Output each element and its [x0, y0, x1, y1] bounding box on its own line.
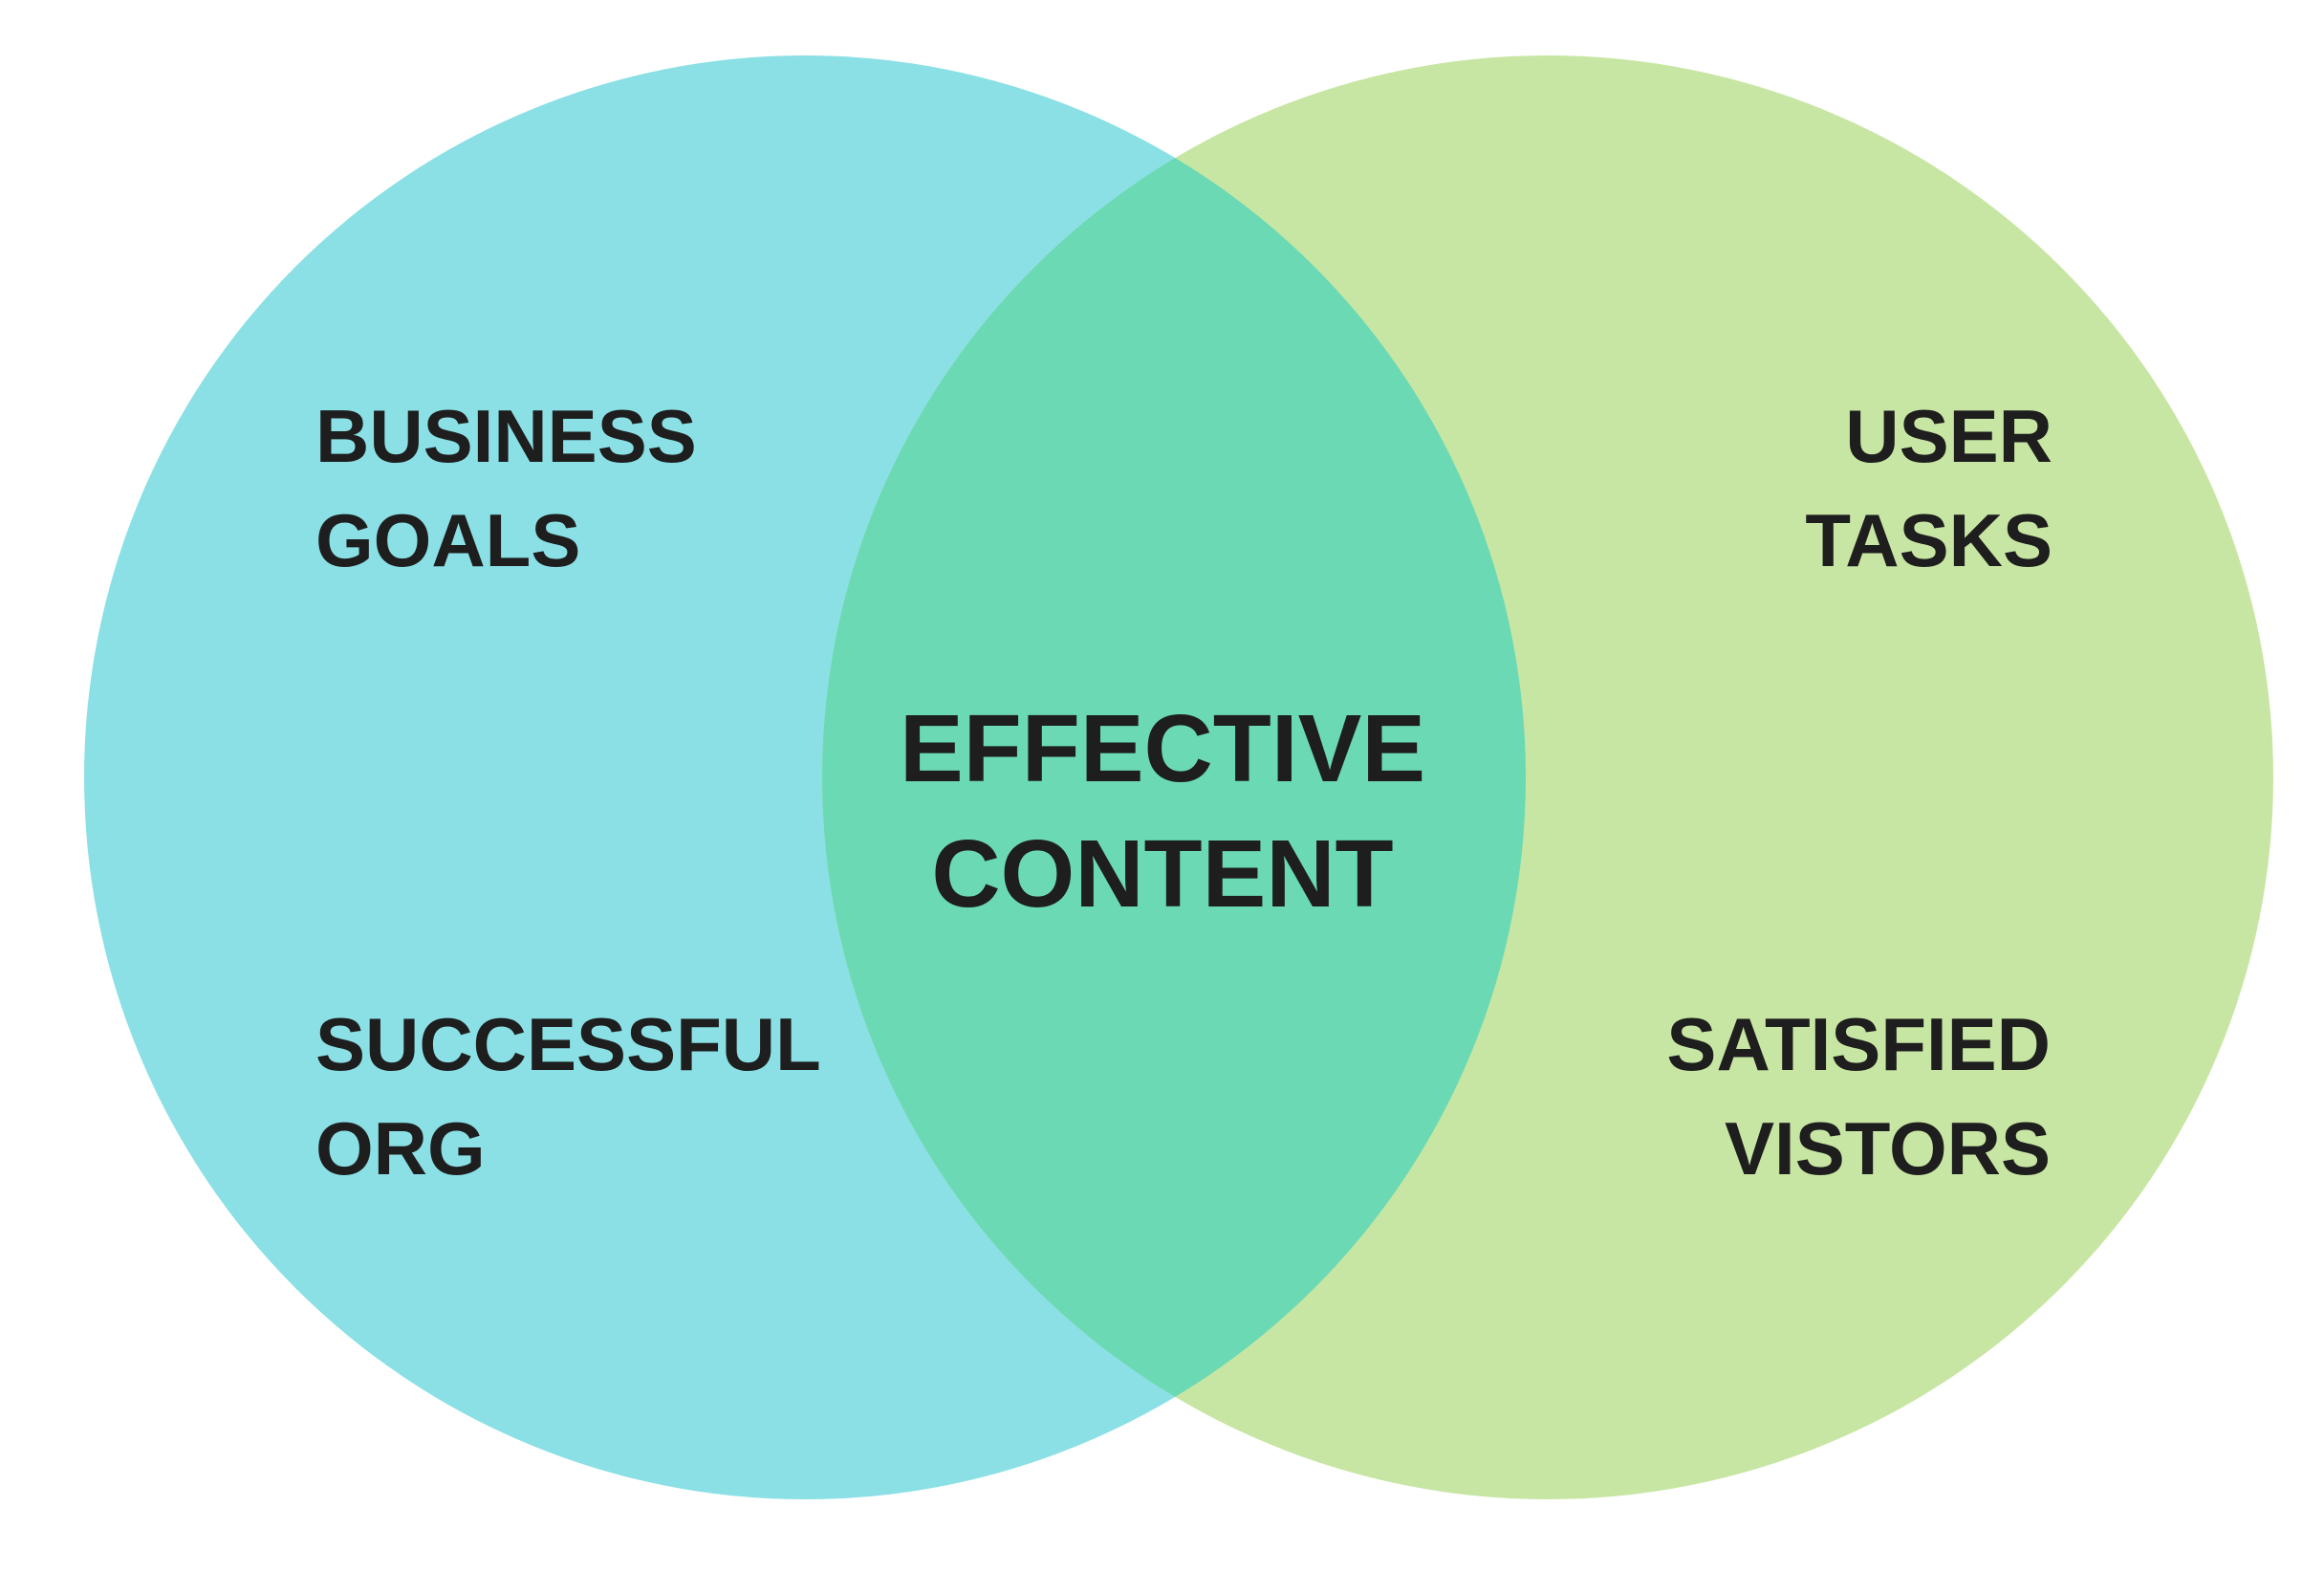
- label-line: BUSINESS: [315, 394, 697, 478]
- label-successful-org: SUCCESSFUL ORG: [315, 993, 821, 1201]
- label-business-goals: BUSINESS GOALS: [315, 384, 697, 593]
- label-line: SUCCESSFUL: [315, 1002, 821, 1086]
- label-effective-content: EFFECTIVE CONTENT: [900, 687, 1425, 937]
- label-line: SATISFIED: [1666, 1002, 2051, 1086]
- overlap-region-shape: [822, 55, 1526, 1499]
- label-line: USER: [1845, 394, 2053, 478]
- label-line: TASKS: [1805, 498, 2053, 583]
- label-line: ORG: [315, 1106, 486, 1191]
- label-user-tasks: USER TASKS: [1805, 384, 2053, 593]
- label-line: GOALS: [315, 498, 581, 583]
- label-line: CONTENT: [931, 820, 1394, 928]
- label-line: VISTORS: [1725, 1106, 2051, 1191]
- label-satisfied-vistors: SATISFIED VISTORS: [1666, 993, 2051, 1201]
- label-line: EFFECTIVE: [899, 695, 1426, 802]
